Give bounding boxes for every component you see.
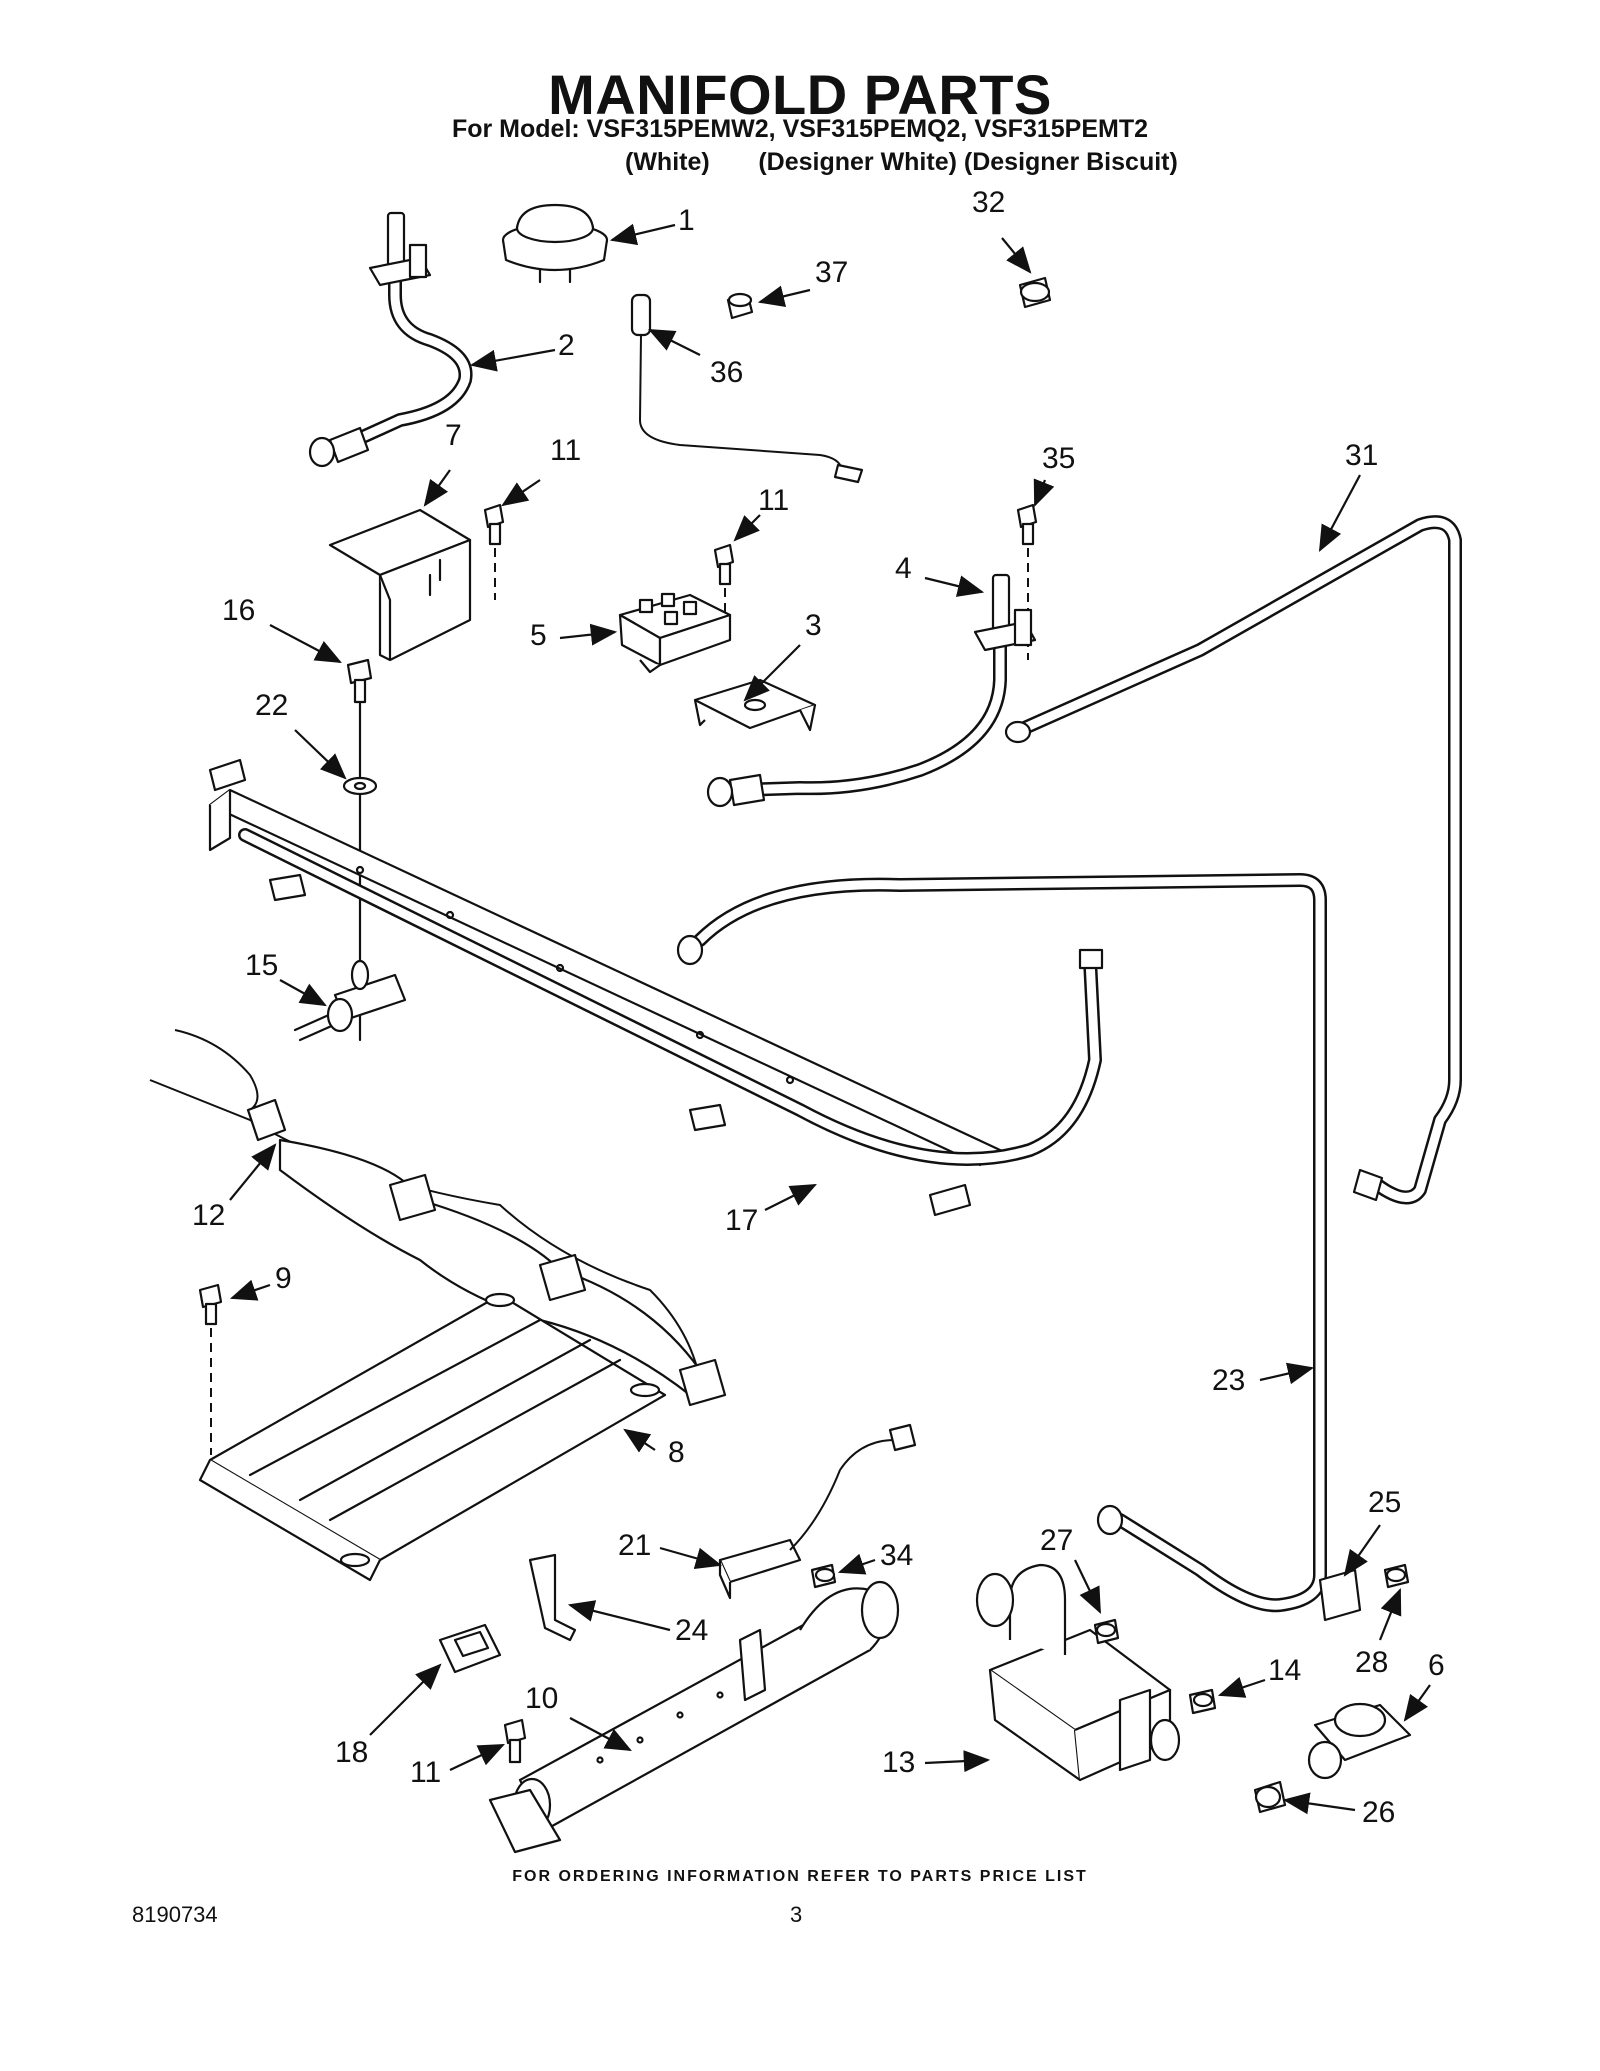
part-27-screw (1093, 1618, 1120, 1645)
callout-7: 7 (445, 419, 462, 452)
part-32-fitting (1018, 276, 1052, 309)
part-23-gas-tube (676, 873, 1327, 1613)
part-24-bracket (528, 1553, 577, 1642)
callout-25: 25 (1368, 1486, 1401, 1519)
callout-22: 22 (255, 689, 288, 722)
part-11-screw-b (713, 543, 735, 620)
part-2-burner-tube (308, 211, 473, 468)
callout-16: 16 (222, 594, 255, 627)
callout-9: 9 (275, 1262, 292, 1295)
callout-21: 21 (618, 1529, 651, 1562)
callout-1: 1 (678, 204, 695, 237)
part-22-washer (342, 776, 378, 796)
callout-3: 3 (805, 609, 822, 642)
part-25-bracket (1318, 1568, 1362, 1622)
part-5-spark-module (618, 592, 732, 674)
part-4-burner-tube (706, 573, 1037, 808)
part-11-screw-c (503, 1718, 527, 1764)
part-12-harness (149, 1029, 727, 1407)
callout-28: 28 (1355, 1646, 1388, 1679)
ordering-note: FOR ORDERING INFORMATION REFER TO PARTS … (512, 1868, 1088, 1885)
part-11-screw-a (483, 503, 505, 600)
part-14-screw (1188, 1688, 1217, 1715)
part-34-screw (810, 1563, 837, 1589)
part-9-screw (198, 1283, 223, 1455)
callout-labels: 1 2 32 37 36 7 11 11 35 31 4 16 5 3 22 1… (192, 186, 1445, 1829)
callout-12: 12 (192, 1199, 225, 1232)
part-18-clip (438, 1623, 502, 1674)
part-21-ignitor (718, 1423, 917, 1600)
part-3-bracket (693, 678, 817, 732)
part-7-cover (328, 508, 472, 662)
callout-27: 27 (1040, 1524, 1073, 1557)
part-31-gas-tube (1004, 515, 1462, 1205)
callout-5: 5 (530, 619, 547, 652)
callout-11-c: 11 (410, 1756, 441, 1789)
part-6-regulator (1307, 1702, 1412, 1780)
part-15-valve (293, 959, 407, 1042)
callout-11-a: 11 (550, 434, 581, 467)
callout-32: 32 (972, 186, 1005, 219)
callout-36: 36 (710, 356, 743, 389)
variant-line: (White) (Designer White) (Designer Biscu… (625, 148, 1178, 176)
part-36-electrode (630, 293, 864, 484)
part-26-fitting (1253, 1780, 1287, 1814)
part-8-shield (198, 1292, 667, 1582)
part-28-screw (1383, 1563, 1410, 1589)
part-17-manifold (208, 758, 1104, 1217)
document-number: 8190734 (132, 1902, 218, 1927)
callout-34: 34 (880, 1539, 913, 1572)
callout-18: 18 (335, 1736, 368, 1769)
callout-37: 37 (815, 256, 848, 289)
model-line: For Model: VSF315PEMW2, VSF315PEMQ2, VSF… (451, 115, 1149, 143)
callout-31: 31 (1345, 439, 1378, 472)
page-title: MANIFOLD PARTS (548, 63, 1052, 126)
callout-23: 23 (1212, 1364, 1245, 1397)
part-1-burner-cap (501, 203, 609, 284)
part-13-valve-assembly (975, 1563, 1181, 1782)
callout-8: 8 (668, 1436, 685, 1469)
callout-2: 2 (558, 329, 575, 362)
callout-35: 35 (1042, 442, 1075, 475)
callout-17: 17 (725, 1204, 758, 1237)
leaders (229, 223, 1431, 1815)
callout-26: 26 (1362, 1796, 1395, 1829)
part-10-oven-burner (488, 1580, 900, 1854)
page-number: 3 (790, 1902, 803, 1927)
callout-10: 10 (525, 1682, 558, 1715)
callout-15: 15 (245, 949, 278, 982)
callout-6: 6 (1428, 1649, 1445, 1682)
part-37-grommet (726, 292, 754, 320)
callout-4: 4 (895, 552, 912, 585)
callout-14: 14 (1268, 1654, 1301, 1687)
callout-13: 13 (882, 1746, 915, 1779)
callout-11-b: 11 (758, 484, 789, 517)
callout-24: 24 (675, 1614, 708, 1647)
